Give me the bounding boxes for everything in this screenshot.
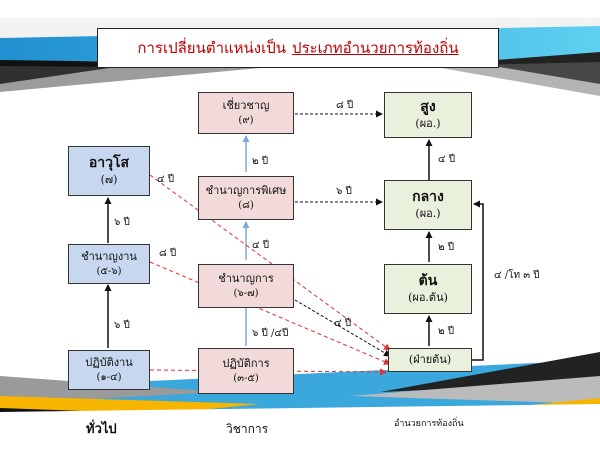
label-phiset-klang: ๖ ปี [336, 186, 352, 197]
node-patibatkan-level: (๓-๕) [233, 372, 259, 384]
node-chiaochan-level: (๙) [238, 114, 254, 126]
label-chiaochan-sung: ๘ ปี [336, 100, 354, 111]
arrow-patibatingan-to-faiton [149, 368, 387, 376]
label-chamnanngan-diag: ๘ ปี [159, 248, 177, 259]
node-ton-name: ต้น [418, 273, 438, 290]
node-chamnanngan-name: ชำนาญงาน [81, 249, 137, 263]
node-ton: ต้น (ผอ.ต้น) [384, 264, 472, 314]
node-sung-level: (ผอ.) [415, 117, 441, 131]
arrow-chamnanngan-to-faiton [149, 261, 391, 365]
title-main: การเปลี่ยนตำแหน่งเป็น [137, 39, 287, 57]
node-chamnanngan-level: (๕-๖) [96, 265, 122, 277]
label-ton-klang: ๒ ปี [438, 242, 455, 253]
node-faiton: (ฝ่ายต้น) [388, 348, 472, 372]
node-chiaochan: เชี่ยวชาญ (๙) [198, 92, 294, 134]
column-label-academic: วิชาการ [226, 422, 269, 436]
label-patibatkan-chamnankan: ๖ ปี /๔ปี [252, 328, 289, 339]
label-faiton-ton: ๒ ปี [438, 326, 455, 337]
column-label-admin: อำนวยการท้องถิ่น [394, 419, 464, 429]
label-klang-sung: ๔ ปี [438, 154, 456, 165]
label-chamnankan-faiton: ๔ ปี [334, 318, 352, 329]
column-label-general: ทั่วไป [86, 422, 117, 437]
arrow-aawuso-to-faiton [149, 174, 391, 351]
node-chamnankan: ชำนาญการ (๖-๗) [198, 264, 294, 308]
title-underlined: ประเภทอำนวยการท้องถิ่น [292, 39, 459, 57]
node-patibatingan-name: ปฏิบัติงาน [85, 355, 133, 369]
label-aawuso-diag: ๔ ปี [157, 174, 175, 185]
arrow-faiton-to-klang [472, 200, 484, 361]
node-chamnankan-name: ชำนาญการ [218, 271, 274, 285]
node-klang: กลาง (ผอ.) [384, 180, 472, 230]
node-aawuso: อาวุโส (๗) [68, 146, 150, 196]
label-chamnanngan-aawuso: ๖ ปี [114, 217, 130, 228]
node-patibatingan: ปฏิบัติงาน (๑-๔) [68, 350, 150, 390]
title-box: การเปลี่ยนตำแหน่งเป็น ประเภทอำนวยการท้อง… [97, 28, 499, 68]
node-aawuso-level: (๗) [100, 173, 118, 187]
label-phiset-chiaochan: ๒ ปี [252, 156, 269, 167]
node-sung: สูง (ผอ.) [384, 92, 472, 138]
node-chamnanngan: ชำนาญงาน (๕-๖) [68, 244, 150, 284]
node-chamnankan-level: (๖-๗) [233, 287, 259, 299]
label-chamnankan-phiset: ๔ ปี [252, 240, 270, 251]
label-faiton-klang: ๔ /โท ๓ ปี [494, 270, 540, 281]
node-ton-level: (ผอ.ต้น) [408, 291, 448, 305]
label-patibatingan-chamnanngan: ๖ ปี [114, 320, 130, 331]
node-patibatkan: ปฏิบัติการ (๓-๕) [198, 348, 294, 394]
node-sung-name: สูง [420, 99, 436, 116]
node-klang-name: กลาง [412, 189, 444, 206]
node-patibatkan-name: ปฏิบัติการ [222, 356, 270, 370]
node-chamnankan-phiset: ชำนาญการพิเศษ (๘) [198, 176, 294, 220]
node-klang-level: (ผอ.) [415, 207, 441, 221]
node-chamnankan-phiset-level: (๘) [238, 199, 254, 211]
node-aawuso-name: อาวุโส [88, 155, 130, 172]
node-faiton-name: (ฝ่ายต้น) [408, 352, 452, 366]
node-patibatingan-level: (๑-๔) [96, 371, 122, 383]
node-chamnankan-phiset-name: ชำนาญการพิเศษ [205, 183, 287, 197]
arrow-chamnankan-to-faiton [294, 299, 391, 357]
node-chiaochan-name: เชี่ยวชาญ [222, 98, 270, 112]
